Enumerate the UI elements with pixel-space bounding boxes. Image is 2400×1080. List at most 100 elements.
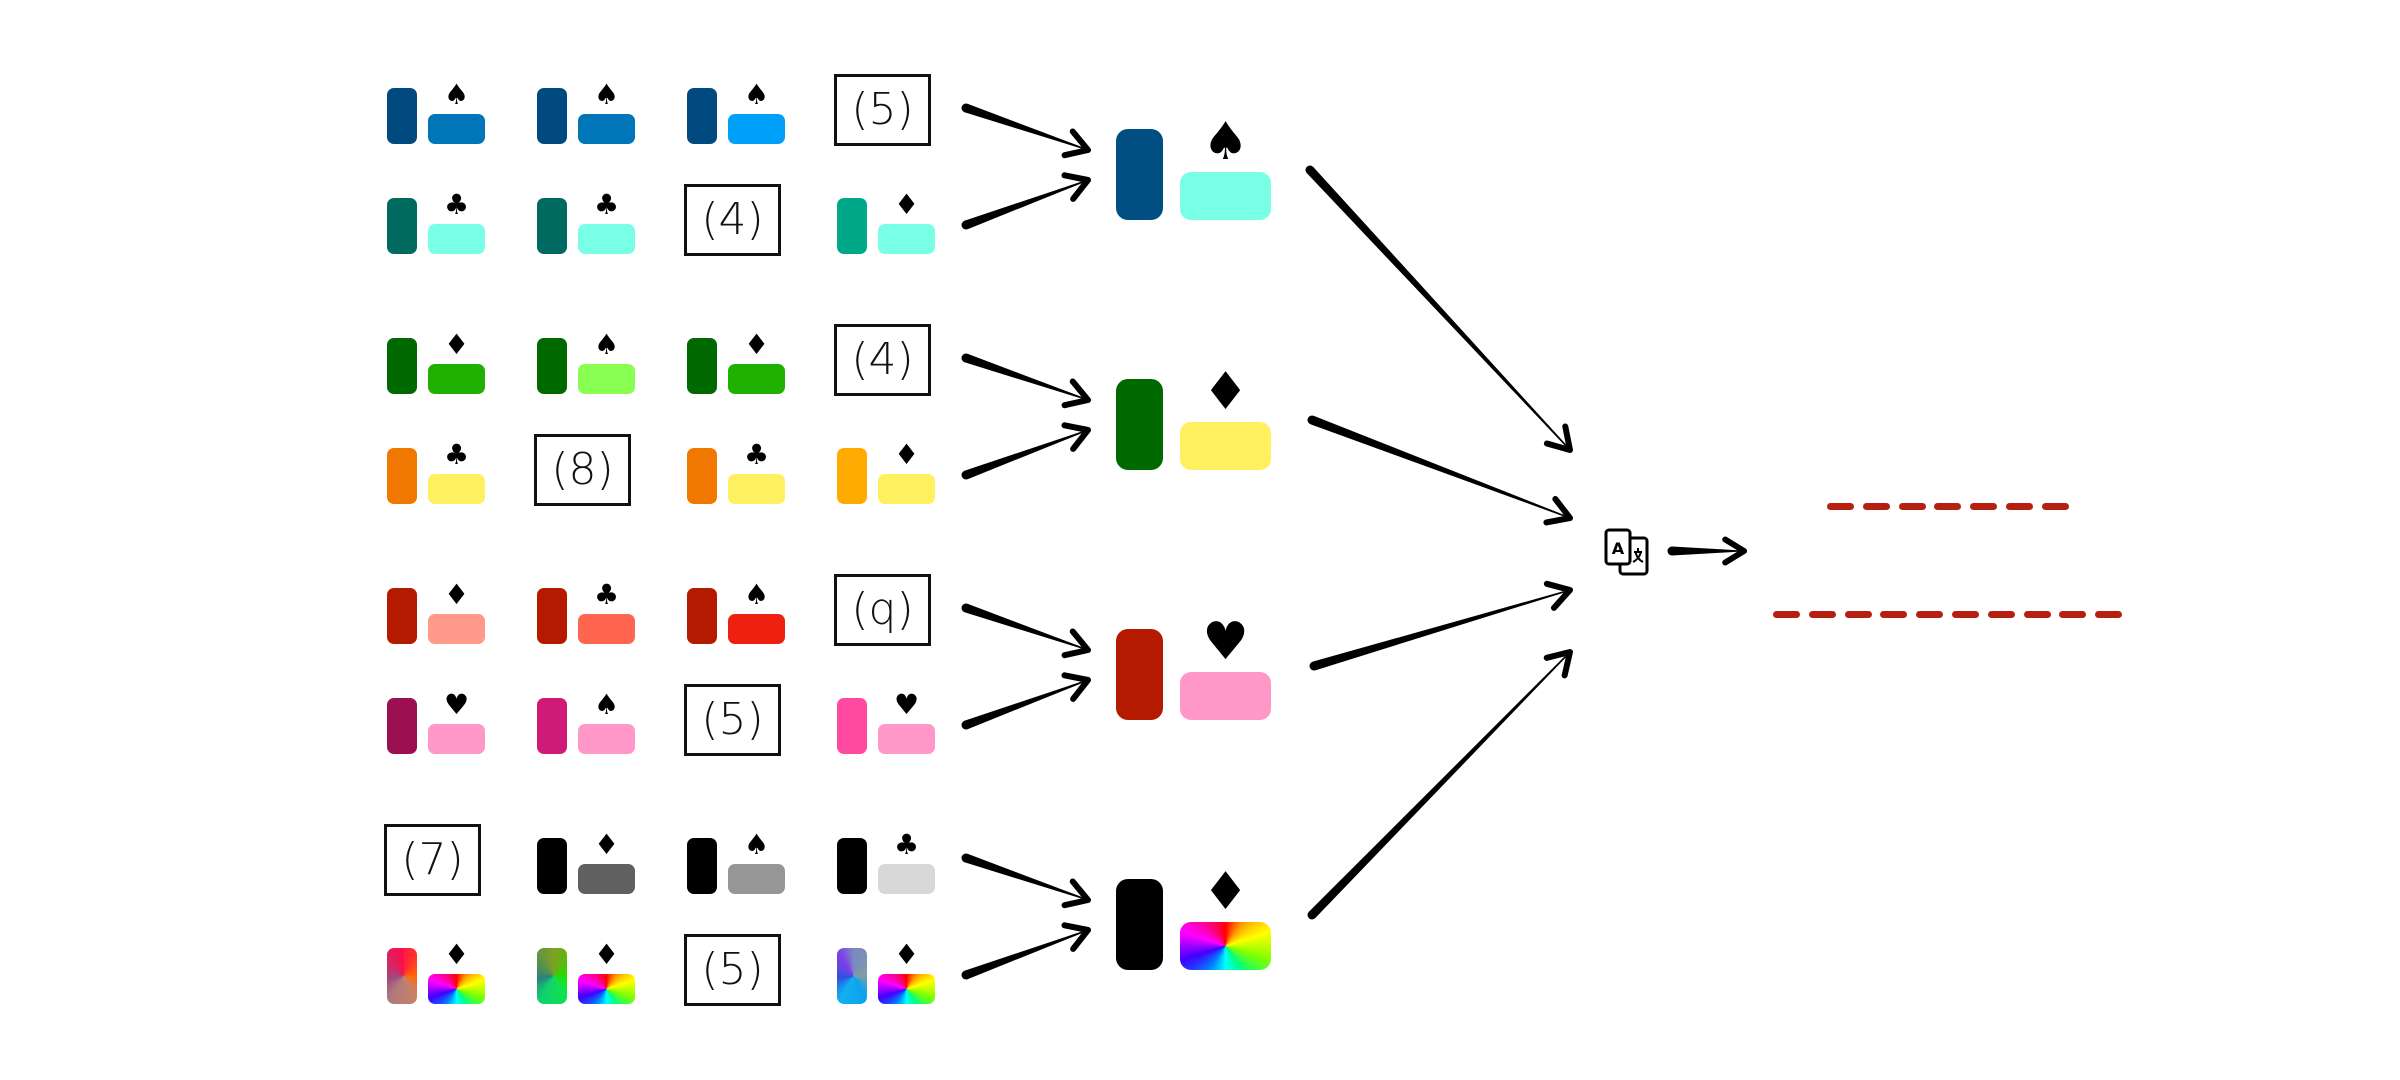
dash-segment — [2023, 611, 2051, 618]
small-card: ♥ — [837, 690, 937, 758]
card-wide-block — [578, 864, 635, 894]
card-tall-block — [537, 838, 567, 894]
dash-segment — [1952, 611, 1979, 618]
card-wide-block — [578, 614, 635, 644]
card-wide-block — [878, 474, 935, 504]
small-card: ♠ — [687, 830, 787, 898]
card-wide-block — [728, 864, 785, 894]
small-card: ♦ — [837, 940, 937, 1008]
summary-tall-block — [1116, 379, 1163, 470]
small-card: ♠ — [687, 580, 787, 648]
arrow-row1-to-summary — [961, 853, 1091, 909]
card-tall-block — [687, 588, 717, 644]
count-box: (8) — [534, 434, 631, 506]
arrow-summary-to-translate — [1305, 165, 1573, 453]
card-wide-block — [728, 614, 785, 644]
diamond-icon: ♦ — [593, 938, 620, 971]
summary-wide-block — [1180, 172, 1271, 220]
dash-segment — [1808, 611, 1836, 618]
count-box: (7) — [384, 824, 481, 896]
card-tall-block — [537, 88, 567, 144]
card-tall-block — [687, 88, 717, 144]
arrow-translate-to-output — [1667, 536, 1747, 566]
card-tall-block — [537, 198, 567, 254]
small-card: ♦ — [537, 940, 637, 1008]
spade-icon: ♠ — [443, 78, 470, 111]
small-card: ♠ — [687, 80, 787, 148]
arrow-row2-to-summary — [961, 672, 1091, 730]
spade-icon: ♠ — [743, 578, 770, 611]
club-icon: ♣ — [893, 828, 920, 861]
card-tall-block — [687, 338, 717, 394]
diamond-icon: ♦ — [893, 188, 920, 221]
heart-icon: ♥ — [443, 688, 470, 721]
card-tall-block — [537, 698, 567, 754]
dash-segment — [2041, 503, 2069, 510]
diamond-icon: ♦ — [443, 578, 470, 611]
small-card: ♠ — [537, 690, 637, 758]
club-icon: ♣ — [743, 438, 770, 471]
summary-wide-block — [1180, 422, 1271, 470]
summary-wide-block — [1180, 672, 1271, 720]
card-wide-block — [428, 364, 485, 394]
summary-tall-block — [1116, 879, 1163, 970]
card-wide-block — [878, 974, 935, 1004]
arrow-row2-to-summary — [961, 172, 1091, 230]
diamond-icon: ♦ — [443, 328, 470, 361]
card-wide-block — [728, 364, 785, 394]
small-card: ♦ — [387, 580, 487, 648]
spade-icon: ♠ — [593, 688, 620, 721]
card-wide-block — [728, 114, 785, 144]
card-tall-block — [687, 838, 717, 894]
diamond-icon: ♦ — [1202, 362, 1249, 422]
spade-icon: ♠ — [593, 78, 620, 111]
arrow-row2-to-summary — [961, 922, 1091, 980]
card-tall-block — [387, 948, 417, 1004]
card-tall-block — [687, 448, 717, 504]
card-wide-block — [428, 614, 485, 644]
card-tall-block — [387, 198, 417, 254]
club-icon: ♣ — [593, 188, 620, 221]
count-box: (5) — [684, 934, 781, 1006]
small-card: ♦ — [387, 330, 487, 398]
small-card: ♦ — [837, 440, 937, 508]
card-wide-block — [578, 724, 635, 754]
card-wide-block — [878, 724, 935, 754]
card-wide-block — [428, 474, 485, 504]
small-card: ♦ — [387, 940, 487, 1008]
diamond-icon: ♦ — [1202, 862, 1249, 922]
card-tall-block — [387, 88, 417, 144]
dash-segment — [1844, 611, 1872, 618]
dash-segment — [1773, 611, 1800, 618]
heart-icon: ♥ — [893, 688, 920, 721]
summary-wide-block — [1180, 922, 1271, 970]
card-wide-block — [728, 474, 785, 504]
card-tall-block — [837, 448, 867, 504]
arrow-summary-to-translate — [1309, 580, 1573, 671]
count-box: (5) — [834, 74, 931, 146]
card-wide-block — [578, 364, 635, 394]
card-tall-block — [537, 588, 567, 644]
svg-text:A: A — [1612, 539, 1625, 558]
small-card: ♠ — [387, 80, 487, 148]
small-card: ♦ — [837, 190, 937, 258]
card-wide-block — [578, 224, 635, 254]
arrow-summary-to-translate — [1307, 415, 1573, 526]
card-wide-block — [428, 114, 485, 144]
summary-card: ♦ — [1116, 864, 1276, 978]
dash-segment — [2006, 503, 2033, 510]
small-card: ♣ — [387, 190, 487, 258]
small-card: ♠ — [537, 330, 637, 398]
diamond-icon: ♦ — [893, 438, 920, 471]
spade-icon: ♠ — [743, 78, 770, 111]
summary-tall-block — [1116, 629, 1163, 720]
small-card: ♣ — [837, 830, 937, 898]
summary-tall-block — [1116, 129, 1163, 220]
heart-icon: ♥ — [1202, 612, 1249, 672]
arrow-row1-to-summary — [961, 603, 1091, 659]
club-icon: ♣ — [443, 438, 470, 471]
card-tall-block — [387, 588, 417, 644]
arrow-summary-to-translate — [1307, 649, 1573, 920]
card-tall-block — [387, 698, 417, 754]
spade-icon: ♠ — [1202, 112, 1249, 172]
